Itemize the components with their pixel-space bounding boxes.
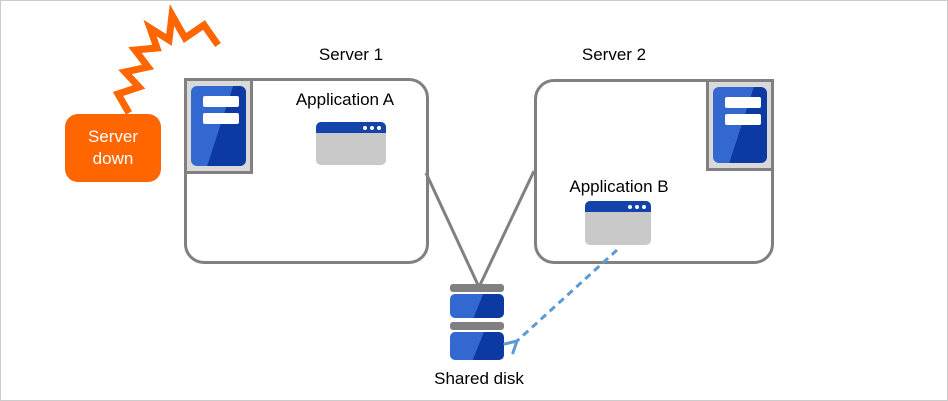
shared-disk-label: Shared disk <box>434 369 524 388</box>
disk-platter-bar <box>450 284 504 292</box>
server-slot <box>725 114 761 125</box>
window-dot-icon <box>363 125 367 130</box>
application-a-label: Application A <box>295 90 395 109</box>
window-titlebar <box>585 201 651 212</box>
window-dot-icon <box>642 204 646 209</box>
disk-block <box>450 294 504 318</box>
server1-title: Server 1 <box>318 45 384 64</box>
server2-icon <box>706 79 774 171</box>
server2-title: Server 2 <box>581 45 647 64</box>
window-dot-icon <box>628 204 632 209</box>
window-dot-icon <box>377 125 381 130</box>
window-dot-icon <box>370 125 374 130</box>
server-tower-icon <box>713 87 767 163</box>
application-a-window-icon <box>316 122 386 165</box>
server1-disk-connector-line <box>424 172 480 286</box>
callout-line2: down <box>92 149 134 168</box>
window-dot-icon <box>635 204 639 209</box>
server-slot <box>203 96 239 107</box>
server1-icon <box>184 78 253 174</box>
server-slot <box>203 113 239 124</box>
server2-disk-connector-line <box>478 170 536 286</box>
application-b-label: Application B <box>569 177 669 196</box>
window-titlebar <box>316 122 386 133</box>
callout-line1: Server <box>87 127 139 146</box>
server-down-callout: Server down <box>65 114 161 182</box>
server-slot <box>725 97 761 108</box>
application-b-window-icon <box>585 201 651 245</box>
shared-disk-icon <box>450 284 504 360</box>
disk-block <box>450 332 504 360</box>
disk-platter-bar <box>450 322 504 330</box>
server-tower-icon <box>191 86 246 166</box>
